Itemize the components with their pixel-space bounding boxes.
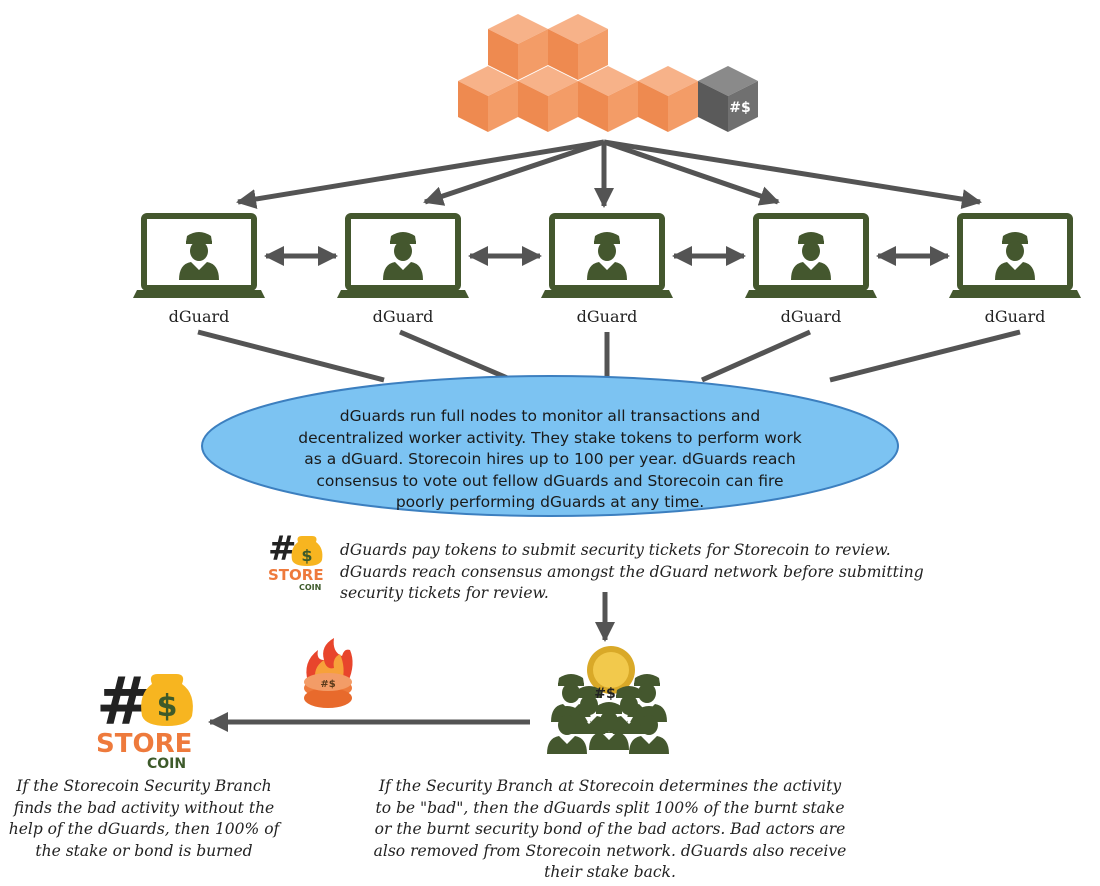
burning-coins-icon: #$ bbox=[304, 638, 353, 708]
svg-text:COIN: COIN bbox=[299, 583, 321, 592]
svg-text:STORE: STORE bbox=[96, 729, 192, 759]
consensus-ellipse bbox=[201, 375, 899, 517]
svg-text:#$: #$ bbox=[320, 679, 335, 690]
svg-text:#$: #$ bbox=[594, 686, 615, 702]
node-label-3: dGuard bbox=[576, 307, 638, 326]
right-split-description: If the Security Branch at Storecoin dete… bbox=[373, 777, 847, 881]
broadcast-arrows bbox=[236, 139, 982, 210]
laptop-guard-icon-3 bbox=[541, 216, 673, 298]
laptop-guard-icon-2 bbox=[337, 216, 469, 298]
svg-text:#$: #$ bbox=[729, 100, 750, 116]
consensus-connectors bbox=[197, 329, 1021, 383]
svg-text:#: # bbox=[268, 529, 297, 569]
node-label-1: dGuard bbox=[168, 307, 230, 326]
storecoin-logo-small-icon: # $ STORE COIN bbox=[268, 529, 324, 592]
node-label-5: dGuard bbox=[984, 307, 1046, 326]
left-burn-description: If the Storecoin Security Branch finds t… bbox=[8, 777, 280, 860]
svg-text:STORE: STORE bbox=[268, 566, 324, 584]
laptop-guard-icon-4 bbox=[745, 216, 877, 298]
consensus-description: dGuards run full nodes to monitor all tr… bbox=[298, 407, 802, 511]
guard-group-icon: #$ bbox=[547, 646, 669, 754]
laptop-guard-icon-1 bbox=[133, 216, 265, 298]
svg-text:COIN: COIN bbox=[147, 756, 186, 772]
laptop-guard-icon-5 bbox=[949, 216, 1081, 298]
svg-text:$: $ bbox=[157, 689, 178, 724]
storecoin-logo-large-icon: # $ STORE COIN bbox=[96, 663, 193, 772]
node-label-2: dGuard bbox=[372, 307, 434, 326]
node-label-4: dGuard bbox=[780, 307, 842, 326]
ticket-description: dGuards pay tokens to submit security ti… bbox=[340, 541, 924, 602]
svg-text:$: $ bbox=[301, 546, 312, 565]
block-cluster-icon: #$ bbox=[458, 14, 758, 132]
